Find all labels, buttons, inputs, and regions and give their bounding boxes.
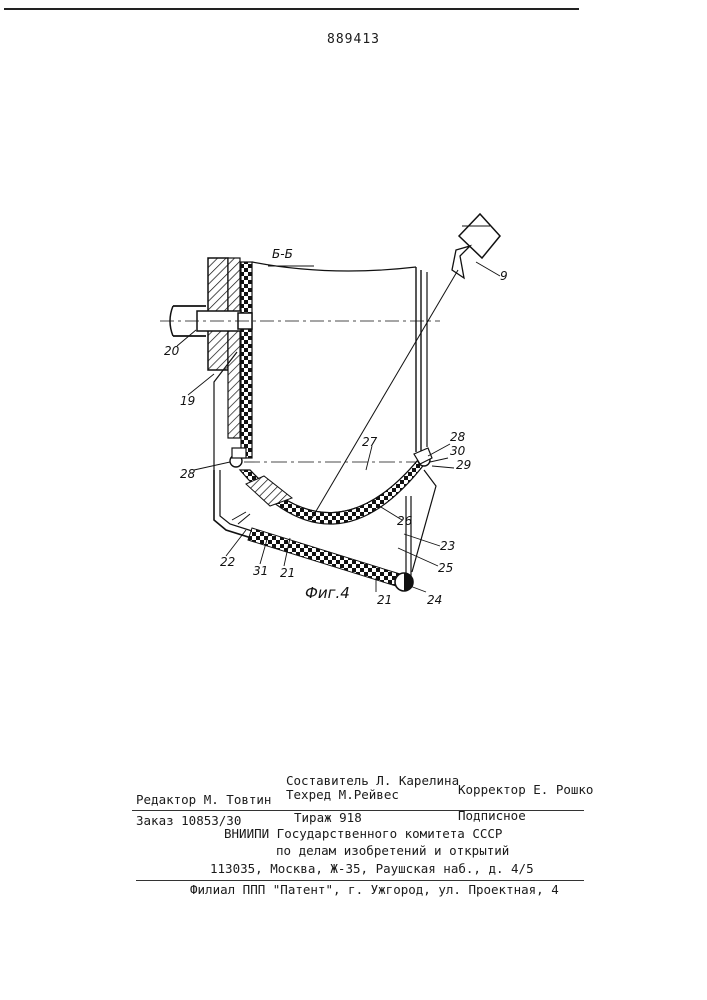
label-9: 9 — [500, 269, 508, 283]
org-line-1: ВНИИПИ Государственного комитета СССР — [224, 826, 502, 841]
branch-line: Филиал ППП "Патент", г. Ужгород, ул. Про… — [190, 882, 559, 897]
label-30: 30 — [450, 444, 466, 458]
figure-caption: Фиг.4 — [305, 584, 350, 602]
rule-2 — [136, 880, 584, 881]
label-28-right: 28 — [450, 430, 466, 444]
subscription-line: Подписное — [458, 808, 526, 823]
label-21-right: 21 — [377, 593, 392, 607]
circulation-line: Тираж 918 — [294, 810, 362, 825]
corrector-line: Корректор Е. Рошко — [458, 782, 593, 797]
org-address: 113035, Москва, Ж-35, Раушская наб., д. … — [210, 861, 534, 876]
label-29: 29 — [456, 458, 471, 472]
label-28-left: 28 — [180, 467, 196, 481]
label-31: 31 — [253, 564, 268, 578]
label-22: 22 — [220, 555, 235, 569]
label-20: 20 — [164, 344, 180, 358]
label-23: 23 — [440, 539, 455, 553]
techred-line: Техред М.Рейвес — [286, 787, 399, 802]
org-line-2: по делам изобретений и открытий — [276, 843, 509, 858]
label-25: 25 — [438, 561, 453, 575]
label-24: 24 — [427, 593, 442, 607]
label-27: 27 — [362, 435, 378, 449]
lining-wall — [241, 262, 252, 458]
composer-line: Составитель Л. Карелина — [286, 773, 459, 788]
label-21-left: 21 — [280, 566, 295, 580]
label-26: 26 — [397, 514, 413, 528]
shaft-assembly — [160, 306, 440, 336]
left-flange — [208, 258, 240, 438]
section-label: Б-Б — [272, 247, 293, 261]
label-19: 19 — [180, 394, 195, 408]
editor-line: Редактор М. Товтин — [136, 792, 271, 807]
